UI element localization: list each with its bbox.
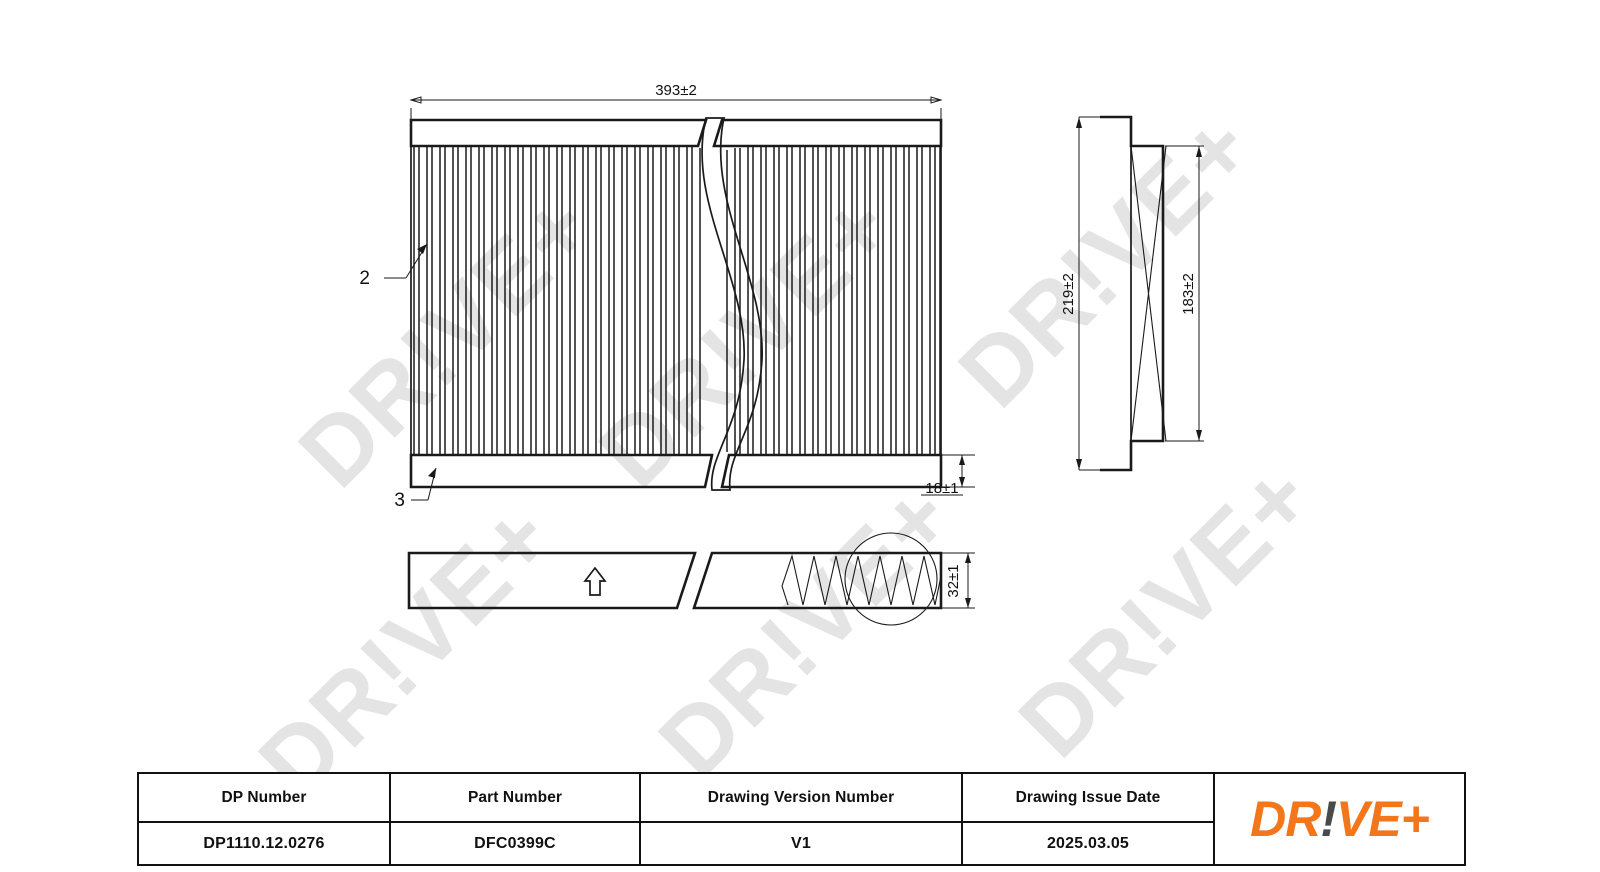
watermark-text: DR!VE+ xyxy=(999,442,1334,777)
callout-3: 3 xyxy=(394,467,437,511)
dp-number-value: DP1110.12.0276 xyxy=(203,834,325,852)
brand-logo-exclamation: ! xyxy=(1320,791,1337,847)
title-block-column-dp-number: DP Number DP1110.12.0276 xyxy=(139,774,391,864)
dimension-width: 393±2 xyxy=(409,82,943,128)
title-block-column-logo: DR!VE+ xyxy=(1215,774,1464,864)
dimension-frame-thickness: 18±1 xyxy=(921,454,975,497)
title-block-column-issue-date: Drawing Issue Date 2025.03.05 xyxy=(963,774,1215,864)
pleat-detail-circle xyxy=(844,532,938,626)
dimension-height-media: 183±2 xyxy=(1165,145,1204,442)
callout-2-label: 2 xyxy=(359,268,370,289)
dimension-height-overall: 219±2 xyxy=(1060,116,1104,471)
dimension-pleat-depth-label: 32±1 xyxy=(945,564,962,597)
issue-date-value: 2025.03.05 xyxy=(1046,834,1130,852)
watermark-text: DR!VE+ xyxy=(239,482,574,817)
title-block-column-drawing-version: Drawing Version Number V1 xyxy=(641,774,963,864)
part-number-header: Part Number xyxy=(391,774,639,823)
title-block-column-part-number: Part Number DFC0399C xyxy=(391,774,641,864)
side-view xyxy=(1100,115,1167,472)
dp-number-header: DP Number xyxy=(139,774,389,823)
watermark-text: DR!VE+ xyxy=(939,92,1274,427)
brand-logo-dr: DR xyxy=(1250,791,1321,847)
issue-date-header: Drawing Issue Date xyxy=(963,774,1213,823)
front-view xyxy=(409,117,943,491)
dimension-height-overall-label: 219±2 xyxy=(1060,273,1077,315)
title-block: DP Number DP1110.12.0276 Part Number DFC… xyxy=(137,772,1466,866)
dimension-frame-thickness-label: 18±1 xyxy=(925,480,958,497)
part-number-value: DFC0399C xyxy=(474,834,556,852)
dimension-width-label: 393±2 xyxy=(655,82,697,99)
pleat-zigzag xyxy=(781,553,942,606)
break-line xyxy=(701,117,763,491)
callout-3-label: 3 xyxy=(394,490,405,511)
dimension-height-media-label: 183±2 xyxy=(1180,273,1197,315)
watermark-text: DR!VE+ xyxy=(639,462,974,797)
callout-2: 2 xyxy=(359,243,428,289)
drawing-version-value: V1 xyxy=(791,834,811,852)
watermark-text: DR!VE+ xyxy=(579,172,914,507)
brand-logo-ve-plus: VE+ xyxy=(1335,791,1430,847)
filter-media-pleats xyxy=(413,146,941,455)
drawing-version-header: Drawing Version Number xyxy=(641,774,961,823)
dimension-pleat-depth: 32±1 xyxy=(941,552,975,609)
brand-logo: DR!VE+ xyxy=(1250,791,1430,847)
airflow-arrow xyxy=(583,566,607,596)
watermark-text: DR!VE+ xyxy=(279,172,614,507)
